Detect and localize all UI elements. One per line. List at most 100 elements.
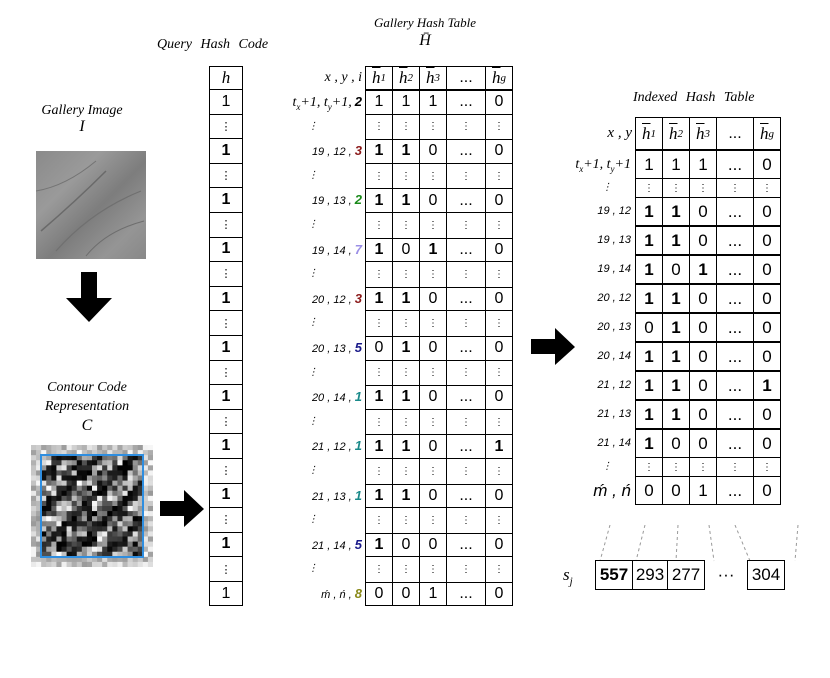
gallery-cell: ⋮ (446, 114, 486, 140)
indexed-cell: 0 (753, 400, 781, 429)
indexed-hash-title: Indexed Hash Table (633, 90, 755, 105)
indexed-row-coords: 20 , 13 (597, 321, 631, 333)
gallery-row-label: ⋮ (250, 508, 366, 533)
gallery-cell: ... (446, 90, 486, 115)
gallery-cell: ⋮ (485, 163, 513, 189)
indexed-cell: ⋮ (753, 179, 781, 197)
contour-code-title: Contour Code Representation C (22, 378, 152, 435)
indexed-cell: ... (716, 284, 754, 313)
indexed-cell: 0 (689, 197, 717, 226)
indexed-row-coords: ḿ , ń (593, 481, 631, 500)
indexed-cell: ... (716, 313, 754, 342)
indexed-cell: 1 (635, 226, 663, 255)
gallery-cell: ⋮ (392, 212, 420, 238)
gallery-row-label: 20 , 14 , 1 (250, 385, 366, 410)
gallery-cell: 0 (419, 286, 447, 312)
query-hash-title: Query Hash Code (157, 37, 269, 52)
score-label: sj (563, 565, 573, 588)
gallery-row-label: ⋮ (250, 213, 366, 238)
gallery-row-label: ⋮ (250, 311, 366, 336)
gallery-cell: ⋮ (365, 508, 393, 533)
gallery-row-coords: ⋮ (308, 563, 318, 575)
gallery-cell: ... (446, 532, 486, 558)
indexed-cell: 0 (753, 255, 781, 284)
indexed-cell: 1 (689, 255, 717, 284)
gallery-cell: ⋮ (485, 114, 513, 140)
gallery-cell: ⋮ (446, 458, 486, 484)
gallery-cell: ⋮ (485, 262, 513, 287)
indexed-table-row: ⋮⋮⋮⋮⋮⋮ (550, 458, 781, 476)
gallery-row-coords: 20 , 14 , (311, 392, 352, 405)
gallery-row-label: 20 , 13 , 5 (250, 336, 366, 361)
indexed-row-label: 20 , 14 (550, 342, 636, 371)
gallery-table-row: ⋮⋮⋮⋮⋮⋮ (250, 311, 513, 336)
indexed-cell: ⋮ (716, 179, 754, 197)
indexed-cell: 0 (753, 313, 781, 342)
indexed-cell: 0 (689, 226, 717, 255)
gallery-cell: ⋮ (365, 262, 393, 287)
score-cell: 304 (747, 560, 785, 590)
gallery-cell: ... (446, 139, 486, 164)
gallery-cell: 0 (419, 188, 447, 213)
roi-border (40, 454, 144, 558)
indexed-cell: ⋮ (689, 458, 717, 476)
gallery-cell: 1 (392, 188, 420, 213)
gallery-cell: ⋮ (419, 557, 447, 582)
gallery-row-coords: 19 , 14 , (311, 244, 352, 257)
gallery-cell: 0 (485, 385, 513, 410)
gallery-table-row: ⋮⋮⋮⋮⋮⋮ (250, 212, 513, 238)
indexed-cell: ⋮ (635, 179, 663, 197)
indexed-cell: 1 (689, 150, 717, 179)
indexed-row-coords: ⋮ (602, 182, 612, 193)
gallery-cell: ⋮ (392, 409, 420, 435)
gallery-cell: ⋮ (485, 409, 513, 435)
query-hash-cell: ⋮ (209, 458, 243, 484)
gallery-cell: ⋮ (392, 508, 420, 533)
gallery-cell: ... (446, 237, 486, 263)
gallery-cell: ⋮ (392, 557, 420, 582)
indexed-row-label: tx+1, ty+1 (550, 150, 636, 179)
gallery-row-coords: ⋮ (308, 464, 318, 476)
indexed-cell: 1 (662, 284, 690, 313)
gallery-cell: ... (446, 286, 486, 312)
indexed-cell: ... (716, 400, 754, 429)
query-hash-cell: ⋮ (209, 163, 243, 189)
gallery-row-index: 7 (354, 241, 362, 257)
gallery-cell: ⋮ (446, 508, 486, 533)
query-hash-cell: ⋮ (209, 409, 243, 435)
gallery-cell: 1 (392, 335, 420, 361)
gallery-cell: 0 (419, 483, 447, 509)
gallery-cell: ⋮ (446, 262, 486, 287)
indexed-cell: 0 (662, 476, 690, 505)
gallery-cell: 0 (485, 237, 513, 263)
gallery-cell: 0 (485, 90, 513, 115)
gallery-cell: ⋮ (392, 311, 420, 336)
indexed-cell: 1 (635, 400, 663, 429)
indexed-cell: ⋮ (662, 179, 690, 197)
indexed-row-label: ⋮ (550, 179, 636, 197)
indexed-cell: 1 (635, 197, 663, 226)
gallery-cell: ⋮ (446, 360, 486, 386)
gallery-row-coords: 20 , 12 , (311, 293, 352, 306)
right-arrow-icon-2 (531, 328, 575, 365)
gallery-cell: 0 (392, 581, 420, 607)
gallery-cell: ⋮ (419, 360, 447, 386)
gallery-cell: 0 (392, 237, 420, 263)
query-hash-cell: 1 (209, 581, 243, 607)
gallery-row-index: 1 (354, 438, 362, 454)
gallery-cell: ... (446, 188, 486, 213)
indexed-cell: 1 (662, 342, 690, 371)
